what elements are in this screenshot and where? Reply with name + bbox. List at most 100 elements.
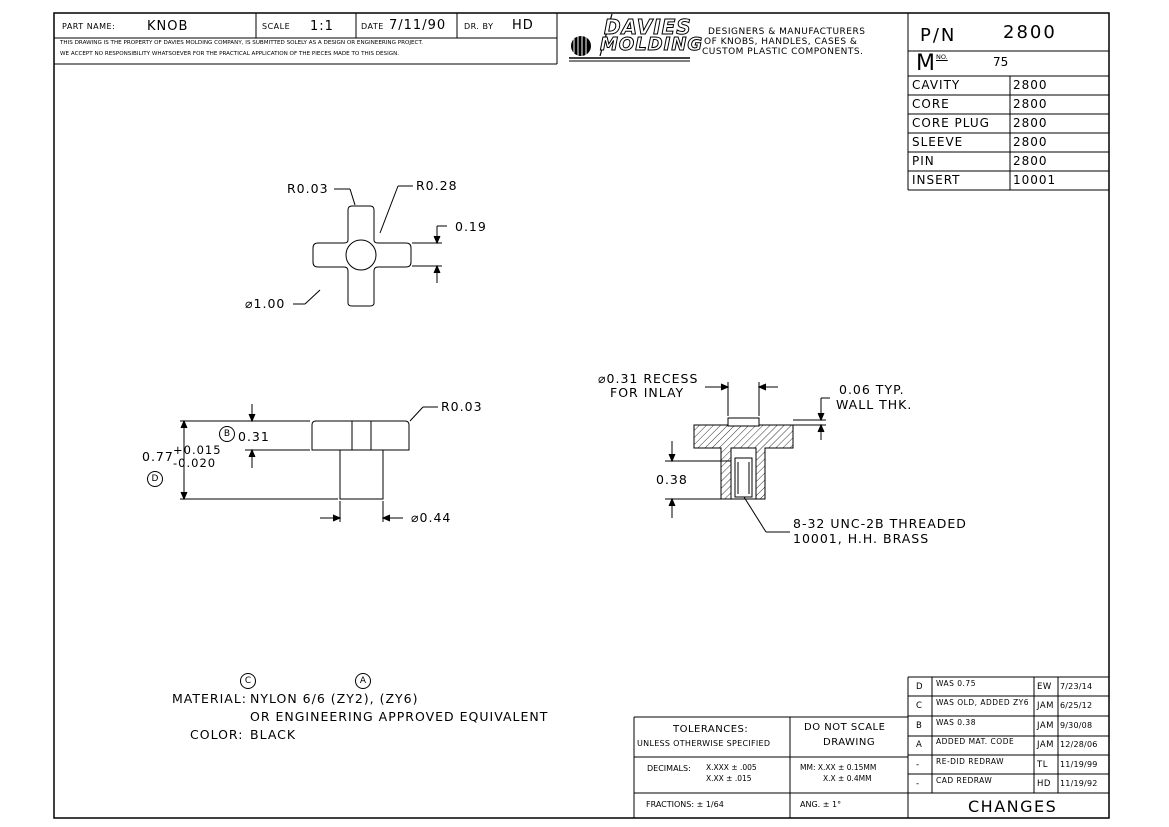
- tooling-value: 10001: [1013, 173, 1057, 187]
- change-by: JAM: [1037, 701, 1055, 712]
- tolerances-title: TOLERANCES:: [673, 724, 749, 735]
- top-width-dim: 0.19: [455, 219, 487, 234]
- m-value: 75: [993, 55, 1009, 69]
- changes-title: CHANGES: [968, 797, 1058, 816]
- material-line-1: NYLON 6/6 (ZY2), (ZY6): [250, 691, 419, 706]
- change-by: HD: [1037, 779, 1051, 789]
- marker-c: C: [240, 673, 256, 689]
- decimals-2: X.XX ± .015: [706, 774, 752, 783]
- change-rev: C: [916, 701, 923, 712]
- tolerance-block-lines: [633, 677, 909, 818]
- change-rev: D: [916, 682, 924, 692]
- decimals-label: DECIMALS:: [647, 764, 691, 773]
- side-tol-minus: -0.020: [173, 456, 217, 470]
- part-name: KNOB: [147, 19, 189, 34]
- side-view: [180, 404, 438, 522]
- color-value: BLACK: [250, 727, 297, 742]
- recess-label-2: FOR INLAY: [610, 385, 685, 400]
- tagline-3: CUSTOM PLASTIC COMPONENTS.: [702, 47, 864, 57]
- side-total-height: 0.77: [142, 449, 174, 464]
- change-description: ADDED MAT. CODE: [936, 737, 1015, 747]
- side-height-dim: 0.31: [238, 429, 270, 444]
- pn-value: 2800: [1003, 22, 1057, 43]
- date-label: DATE: [361, 22, 384, 31]
- change-rev: A: [916, 740, 923, 751]
- side-radius: R0.03: [441, 399, 483, 414]
- tooling-name: CORE PLUG: [912, 116, 990, 130]
- change-rev: B: [916, 720, 923, 731]
- change-date: 12/28/06: [1060, 740, 1098, 750]
- change-description: RE-DID REDRAW: [936, 756, 1005, 766]
- section-view: [665, 382, 830, 533]
- color-label: COLOR:: [190, 727, 244, 742]
- logo-davies: DAVIES: [604, 15, 692, 39]
- marker-a: A: [355, 673, 371, 689]
- change-date: 9/30/08: [1060, 720, 1093, 730]
- side-tol-plus: +0.015: [173, 443, 222, 457]
- property-notice-line1: THIS DRAWING IS THE PROPERTY OF DAVIES M…: [60, 40, 423, 46]
- change-by: JAM: [1037, 720, 1055, 731]
- tooling-name: PIN: [912, 154, 935, 168]
- tooling-value: 2800: [1013, 78, 1048, 92]
- material-label: MATERIAL:: [172, 691, 247, 706]
- angle-tolerance: ANG. ± 1°: [800, 800, 842, 809]
- insert-label-2: 10001, H.H. BRASS: [793, 531, 930, 546]
- do-not-scale-2: DRAWING: [823, 737, 876, 748]
- drawn-by-label: DR. BY: [464, 22, 494, 31]
- wall-label-2: WALL THK.: [836, 397, 913, 412]
- scale-label: SCALE: [262, 22, 291, 31]
- fractions-tolerance: FRACTIONS: ± 1/64: [646, 800, 724, 809]
- tooling-name: SLEEVE: [912, 135, 964, 149]
- part-name-label: PART NAME:: [62, 22, 116, 31]
- depth-dim: 0.38: [656, 472, 688, 487]
- property-notice-line2: WE ACCEPT NO RESPONSIBILITY WHATSOEVER F…: [60, 51, 400, 57]
- change-rev: -: [916, 779, 920, 789]
- material-line-2: OR ENGINEERING APPROVED EQUIVALENT: [250, 709, 549, 724]
- date-value: 7/11/90: [389, 18, 447, 33]
- tooling-value: 2800: [1013, 135, 1048, 149]
- wall-label-1: 0.06 TYP.: [839, 382, 905, 397]
- do-not-scale-1: DO NOT SCALE: [804, 722, 886, 733]
- change-by: TL: [1037, 759, 1048, 770]
- tooling-name: INSERT: [912, 173, 961, 187]
- change-description: WAS 0.38: [936, 717, 976, 727]
- tagline-2: OF KNOBS, HANDLES, CASES &: [704, 37, 858, 47]
- tooling-name: CAVITY: [912, 78, 961, 92]
- tooling-value: 2800: [1013, 116, 1048, 130]
- logo-sphere-icon: [571, 36, 591, 56]
- marker-d: D: [147, 471, 163, 487]
- pn-label: P/N: [920, 25, 957, 46]
- no-label: NO.: [936, 53, 948, 61]
- top-radius-large: R0.28: [416, 178, 458, 193]
- scale-value: 1:1: [310, 19, 334, 34]
- m-label: M: [916, 51, 935, 76]
- mm-tolerance-1: MM: X.XX ± 0.15MM: [800, 763, 877, 772]
- drawn-by-value: HD: [512, 18, 534, 33]
- top-diameter: ⌀1.00: [245, 296, 286, 311]
- change-date: 11/19/92: [1060, 779, 1098, 788]
- top-view: [293, 185, 447, 307]
- stem-diameter: ⌀0.44: [411, 510, 452, 525]
- top-radius-small: R0.03: [287, 181, 329, 196]
- mm-tolerance-2: X.X ± 0.4MM: [823, 774, 872, 783]
- change-date: 6/25/12: [1060, 701, 1093, 711]
- recess-label-1: ⌀0.31 RECESS: [598, 371, 699, 386]
- sheet-border: [53, 12, 1110, 819]
- change-description: WAS OLD, ADDED ZY6: [936, 698, 1029, 708]
- changes-table-lines: [908, 676, 1109, 794]
- tagline-1: DESIGNERS & MANUFACTURERS: [708, 27, 866, 37]
- insert-label-1: 8-32 UNC-2B THREADED: [793, 516, 967, 531]
- change-by: JAM: [1037, 740, 1055, 751]
- change-date: 7/23/14: [1060, 682, 1093, 691]
- change-date: 11/19/99: [1060, 759, 1098, 769]
- change-description: WAS 0.75: [936, 679, 976, 688]
- change-description: CAD REDRAW: [936, 776, 993, 785]
- change-by: EW: [1037, 682, 1052, 692]
- logo-molding: MOLDING: [599, 34, 704, 55]
- tooling-name: CORE: [912, 97, 950, 111]
- marker-b: B: [219, 426, 235, 442]
- tooling-value: 2800: [1013, 154, 1048, 168]
- change-rev: -: [916, 759, 920, 770]
